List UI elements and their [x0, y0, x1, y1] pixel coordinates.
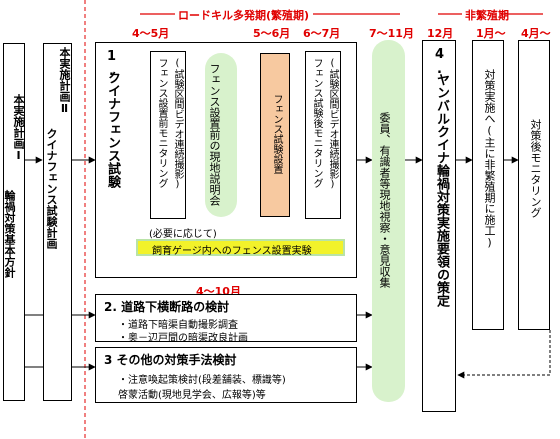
section1-box: 1. クイナフェンス試験 (試験区間ビデオ連続撮影) フェンス設置前モニタリング…	[95, 42, 357, 278]
committee-pill: 委員、有識者等現地視察・意見収集	[372, 40, 405, 402]
plan1-label: 本実施計画Ⅰ	[12, 94, 25, 162]
month-label: 4月〜	[521, 27, 551, 40]
pre-monitoring-label: フェンス設置前モニタリング	[156, 58, 167, 188]
briefing-pill: フェンス設置前の現地説明会	[205, 53, 237, 217]
post-monitoring-final-label: 対策後モニタリング	[529, 119, 542, 218]
month-label: 6〜7月	[303, 27, 341, 40]
implementation-label: 対策実施へ(主に非繁殖期に施工)	[483, 69, 496, 249]
month-label: 12月	[427, 27, 454, 40]
post-monitoring-label: フェンス試験後モニタリング	[311, 58, 322, 188]
section3-item: ・注意喚起策検討(段差舗装、標識等)	[118, 375, 286, 386]
cage-test-label: 飼育ゲージ内へのフェンス設置実験	[152, 246, 312, 257]
section3-box: 3 その他の対策手法検討 ・注意喚起策検討(段差舗装、標識等) 啓蒙活動(現地見…	[95, 347, 357, 403]
implementation-box: 対策実施へ(主に非繁殖期に施工)	[472, 40, 504, 330]
section3-item: 啓蒙活動(現地見学会、広報等)等	[118, 390, 266, 401]
section4-title: ヤンバルクイナ輪禍対策実施要領の策定	[434, 73, 449, 307]
plan2-title: クイナフェンス試験計画	[45, 128, 58, 249]
section2-box: 2. 道路下横断路の検討 ・道路下暗渠自動撮影調査 ・奥－辺戸間の暗渠改良計画	[95, 294, 357, 344]
plan1-box: 本実施計画Ⅰ 輪禍対策基本方針	[3, 43, 25, 401]
plan2-box: 本実施計画Ⅱ クイナフェンス試験計画	[43, 43, 72, 401]
section2-item: ・奥－辺戸間の暗渠改良計画	[118, 333, 248, 344]
post-monitoring-note: (試験区間ビデオ連続撮影)	[327, 58, 338, 190]
post-monitoring-box: (試験区間ビデオ連続撮影) フェンス試験後モニタリング	[305, 51, 341, 219]
as-needed-label: (必要に応じて)	[149, 229, 217, 240]
plan1-title: 輪禍対策基本方針	[3, 190, 16, 278]
section1-title: クイナフェンス試験	[105, 71, 120, 188]
month-label: 7〜11月	[369, 27, 414, 40]
month-label: 1月〜	[476, 27, 506, 40]
pre-monitoring-note: (試験区間ビデオ連続撮影)	[172, 58, 183, 190]
pre-monitoring-box: (試験区間ビデオ連続撮影) フェンス設置前モニタリング	[150, 51, 186, 219]
phase-non-breeding: 非繁殖期	[465, 9, 509, 22]
plan2-label: 本実施計画Ⅱ	[58, 47, 71, 115]
post-monitoring-final-box: 対策後モニタリング	[518, 40, 550, 330]
cage-test-box: 飼育ゲージ内へのフェンス設置実験	[136, 239, 345, 257]
section2-item: ・道路下暗渠自動撮影調査	[118, 320, 238, 331]
section1-number: 1.	[104, 49, 119, 79]
section4-box: 4. ヤンバルクイナ輪禍対策実施要領の策定	[422, 40, 456, 412]
section3-title: 3 その他の対策手法検討	[104, 353, 237, 367]
committee-label: 委員、有識者等現地視察・意見収集	[378, 112, 391, 288]
fence-install-box: フェンス試験設置	[260, 53, 290, 217]
month-label: 4〜5月	[132, 27, 170, 40]
fence-install-label: フェンス試験設置	[271, 94, 282, 174]
section4-number: 4.	[432, 47, 447, 77]
briefing-label: フェンス設置前の現地説明会	[208, 63, 221, 206]
section2-title: 2. 道路下横断路の検討	[104, 300, 230, 314]
phase-roadkill: ロードキル多発期(繁殖期)	[178, 9, 310, 22]
month-label: 5〜6月	[253, 27, 291, 40]
